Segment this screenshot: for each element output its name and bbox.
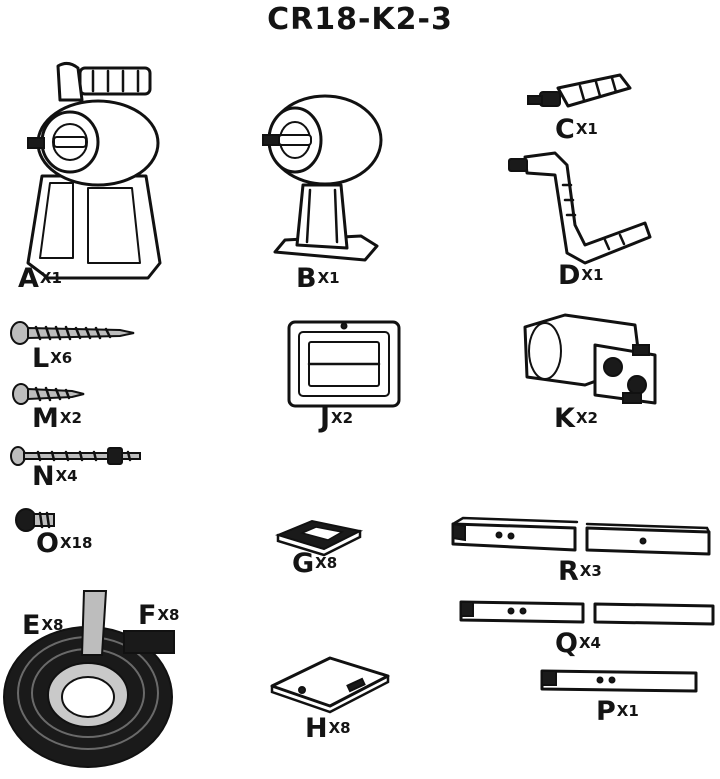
part-f-label: FX8 [138, 602, 179, 629]
part-n-quantity: X4 [55, 467, 78, 485]
part-l-letter: L [32, 343, 50, 374]
part-m-label: MX2 [32, 405, 82, 432]
part-k-letter: K [554, 403, 575, 434]
part-b-housing-base-illustration [262, 94, 383, 262]
part-e-label: EX8 [22, 612, 63, 639]
part-r-letter: R [558, 556, 579, 587]
part-j-label: JX2 [320, 405, 353, 432]
part-p-quantity: X1 [616, 702, 639, 720]
part-e-quantity: X8 [41, 616, 64, 634]
part-m-quantity: X2 [59, 409, 82, 427]
part-n-bolt-nut-illustration [10, 446, 141, 466]
part-n-label: NX4 [32, 463, 78, 490]
part-f-quantity: X8 [157, 606, 180, 624]
part-p-label: PX1 [596, 698, 639, 725]
part-j-quantity: X2 [331, 409, 354, 427]
part-b-quantity: X1 [317, 269, 340, 287]
part-e-letter: E [22, 610, 41, 641]
part-h-letter: H [305, 713, 328, 744]
part-b-label: BX1 [296, 265, 340, 292]
part-d-crank-handle-illustration [508, 151, 652, 265]
part-k-quantity: X2 [575, 409, 598, 427]
part-a-quantity: X1 [39, 269, 62, 287]
part-h-quantity: X8 [328, 719, 351, 737]
part-k-label: KX2 [554, 405, 598, 432]
part-a-label: AX1 [18, 265, 62, 292]
part-j-letter: J [320, 403, 331, 434]
part-c-connector-illustration [527, 73, 632, 108]
part-k-clamp-illustration [523, 313, 657, 405]
part-r-long-rod-illustration [451, 516, 711, 556]
part-e-f-tape-roll-illustration [3, 590, 175, 768]
part-h-flat-plate-illustration [270, 656, 390, 714]
part-c-label: CX1 [555, 116, 598, 143]
part-a-crank-housing-illustration [26, 61, 162, 280]
part-g-letter: G [292, 548, 315, 579]
part-c-quantity: X1 [575, 120, 598, 138]
part-a-letter: A [18, 263, 39, 294]
part-h-label: HX8 [305, 715, 351, 742]
part-o-label: OX18 [36, 530, 92, 557]
part-c-letter: C [555, 114, 575, 145]
part-p-letter: P [596, 696, 616, 727]
part-l-long-screw-illustration [10, 321, 135, 345]
part-f-letter: F [138, 600, 157, 631]
part-m-short-screw-illustration [12, 383, 85, 405]
part-m-letter: M [32, 403, 59, 434]
part-o-letter: O [36, 528, 59, 559]
sheet-title: CR18-K2-3 [267, 2, 453, 37]
part-g-small-bracket-illustration [275, 519, 364, 557]
part-n-letter: N [32, 461, 55, 492]
part-p-short-rod-illustration [540, 669, 698, 693]
part-d-label: DX1 [558, 262, 603, 289]
part-q-medium-rod-illustration [459, 600, 715, 626]
part-r-label: RX3 [558, 558, 602, 585]
part-l-quantity: X6 [50, 349, 73, 367]
part-g-label: GX8 [292, 550, 337, 577]
part-q-label: QX4 [555, 630, 601, 657]
part-d-quantity: X1 [581, 266, 604, 284]
part-d-letter: D [558, 260, 581, 291]
part-o-small-screw-illustration [15, 508, 55, 532]
part-g-quantity: X8 [315, 554, 338, 572]
part-l-label: LX6 [32, 345, 72, 372]
part-q-letter: Q [555, 628, 578, 659]
part-o-quantity: X18 [59, 534, 93, 552]
part-j-mounting-plate-illustration [287, 320, 401, 408]
part-b-letter: B [296, 263, 317, 294]
part-r-quantity: X3 [579, 562, 602, 580]
part-q-quantity: X4 [578, 634, 601, 652]
